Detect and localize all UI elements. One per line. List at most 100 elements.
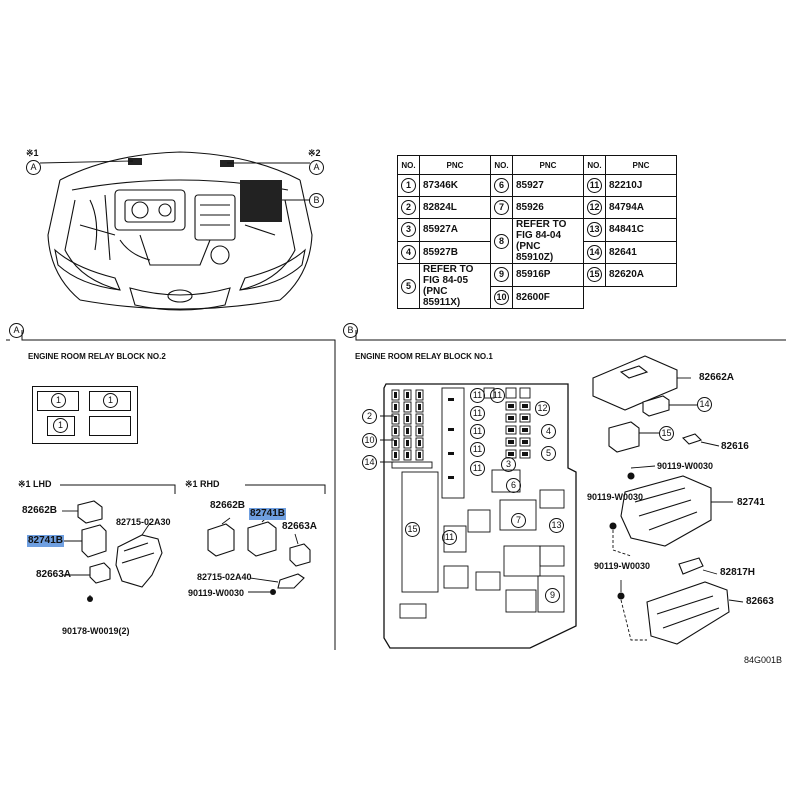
fuse-callout: 10 [362, 433, 377, 448]
table-no: 8 [494, 233, 509, 249]
figure-code: 84G001B [744, 655, 783, 665]
relay-slot-empty [89, 416, 131, 436]
table-no: 1 [401, 178, 416, 193]
mark-1: ※1 [26, 148, 39, 158]
table-pnc: 85927 [512, 174, 584, 197]
part-82741[interactable]: 82741 [737, 497, 765, 508]
table-header-row: NO. PNC NO. PNC NO. PNC [397, 155, 677, 175]
table-pnc: 87346K [419, 174, 491, 197]
col-header: NO. [583, 155, 606, 175]
table-no: 13 [587, 222, 602, 238]
rhd-part-90119-w0030[interactable]: 90119-W0030 [188, 588, 245, 598]
callout-b: B [309, 193, 324, 208]
table-row: 1 87346K 6 85927 11 82210J [397, 174, 677, 197]
table-pnc: 85926 [512, 196, 584, 219]
table-pnc-refer: REFER TO FIG 84-05 (PNC 85911X) [419, 263, 491, 309]
exploded-callout-15: 15 [659, 426, 674, 441]
table-pnc: 82641 [605, 240, 677, 264]
rhd-part-82741b-highlighted[interactable]: 82741B [249, 508, 287, 520]
col-header: PNC [419, 155, 491, 175]
part-82817h[interactable]: 82817H [720, 567, 756, 578]
col-header: NO. [397, 155, 420, 175]
table-no: 11 [587, 178, 602, 193]
fuse-callout: 11 [470, 442, 485, 457]
table-no: 4 [401, 244, 416, 260]
section-b-title: ENGINE ROOM RELAY BLOCK NO.1 [355, 352, 493, 361]
table-pnc: 84794A [605, 196, 677, 219]
table-row: 10 82600F [398, 285, 677, 309]
table-row: 3 85927A 8 REFER TO FIG 84-04 (PNC 85910… [397, 218, 677, 264]
callout-a-right: A [309, 160, 324, 175]
fuse-callout: 11 [470, 406, 485, 421]
table-pnc: 82620A [605, 263, 677, 287]
part-90119-w0030-b[interactable]: 90119-W0030 [587, 492, 644, 502]
col-header: NO. [490, 155, 513, 175]
table-no: 9 [494, 267, 509, 283]
exploded-callout-14: 14 [697, 397, 712, 412]
engine-bay-illustration [39, 151, 313, 311]
fuse-callout: 5 [541, 446, 556, 461]
fuse-callout: 12 [535, 401, 550, 416]
table-pnc: 82210J [605, 174, 677, 197]
fuse-callout: 14 [362, 455, 377, 470]
callout-a: A [26, 160, 41, 175]
table-pnc: 85916P [512, 263, 584, 287]
table-no: 2 [401, 200, 416, 215]
fuse-callout: 7 [511, 513, 526, 528]
fuse-callout: 11 [442, 530, 457, 545]
table-no: 5 [401, 278, 416, 294]
table-row: 5 REFER TO FIG 84-05 (PNC 85911X) 9 8591… [397, 263, 677, 309]
relay-block-no2: 1 1 1 [32, 386, 138, 444]
col-header: PNC [512, 155, 584, 175]
mark-2: ※2 [308, 148, 321, 158]
fuse-callout: 2 [362, 409, 377, 424]
section-a-letter: A [9, 323, 24, 338]
relay-slot: 1 [89, 391, 131, 411]
table-pnc: 85927B [419, 240, 491, 264]
rhd-label: ※1 RHD [185, 479, 220, 489]
table-no: 12 [587, 200, 602, 215]
rhd-part-82663a[interactable]: 82663A [282, 521, 318, 532]
lhd-part-82741b-highlighted[interactable]: 82741B [27, 535, 65, 547]
section-b-letter: B [343, 323, 358, 338]
table-pnc: 82600F [512, 285, 584, 309]
rhd-parts-drawing [207, 513, 311, 595]
table-pnc: 85927A [419, 218, 491, 242]
col-header: PNC [605, 155, 677, 175]
lhd-rhd-brackets [60, 484, 326, 494]
part-82663[interactable]: 82663 [746, 596, 774, 607]
fuse-callout: 11 [490, 388, 505, 403]
relay-number: 1 [103, 393, 118, 408]
part-82662a[interactable]: 82662A [699, 372, 735, 383]
fuse-callout: 3 [501, 457, 516, 472]
relay-slot: 1 [47, 416, 75, 436]
fuse-callout: 6 [506, 478, 521, 493]
lhd-label: ※1 LHD [18, 479, 52, 489]
lhd-part-82662b[interactable]: 82662B [22, 505, 58, 516]
lhd-part-82663a[interactable]: 82663A [36, 569, 72, 580]
fuse-callout: 11 [470, 424, 485, 439]
section-a-title: ENGINE ROOM RELAY BLOCK NO.2 [28, 352, 166, 361]
part-90119-w0030-a[interactable]: 90119-W0030 [657, 461, 714, 471]
part-90119-w0030-c[interactable]: 90119-W0030 [594, 561, 651, 571]
table-no: 15 [587, 267, 602, 283]
table-no: 7 [494, 200, 509, 215]
table-row: 2 82824L 7 85926 12 84794A [397, 196, 677, 219]
fuse-callout: 11 [470, 388, 485, 403]
lhd-part-82715-02a30[interactable]: 82715-02A30 [116, 517, 171, 527]
table-no: 3 [401, 222, 416, 238]
lhd-parts-drawing [62, 500, 163, 602]
table-no: 6 [494, 178, 509, 193]
table-pnc-refer: REFER TO FIG 84-04 (PNC 85910Z) [512, 218, 584, 264]
fuse-callout: 15 [405, 522, 420, 537]
table-no: 14 [587, 244, 602, 260]
lhd-part-90178-w0019[interactable]: 90178-W0019(2) [62, 626, 130, 636]
relay-number: 1 [51, 393, 66, 408]
pnc-table: NO. PNC NO. PNC NO. PNC 1 87346K 6 85927… [397, 155, 677, 309]
fuse-callout: 9 [545, 588, 560, 603]
part-82616[interactable]: 82616 [721, 441, 749, 452]
rhd-part-82715-02a40[interactable]: 82715-02A40 [197, 572, 252, 582]
rhd-part-82662b[interactable]: 82662B [210, 500, 246, 511]
table-pnc: 84841C [605, 218, 677, 242]
relay-slot: 1 [37, 391, 79, 411]
